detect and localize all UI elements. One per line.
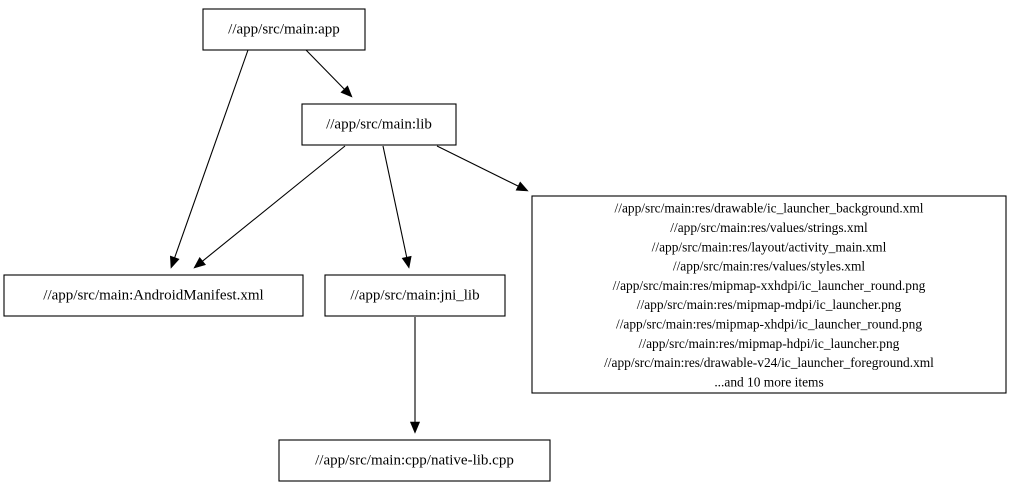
edge-lib-to-android-manifest <box>193 145 346 269</box>
node-resources-label-line: //app/src/main:res/layout/activity_main.… <box>652 239 887 254</box>
edge-jni-lib-to-native-lib <box>409 317 421 434</box>
edge-lib-to-android-manifest-line <box>201 145 346 263</box>
edge-app-to-android-manifest-arrowhead-icon <box>170 255 180 269</box>
edge-app-to-android-manifest <box>170 49 249 269</box>
node-app[interactable]: //app/src/main:app <box>202 8 366 51</box>
node-resources-label: //app/src/main:res/drawable/ic_launcher_… <box>604 201 934 390</box>
edge-lib-to-jni-lib <box>382 145 412 269</box>
edge-app-to-lib-arrowhead-icon <box>340 85 353 98</box>
node-app-box[interactable] <box>202 8 366 51</box>
node-resources-label-line: //app/src/main:res/mipmap-hdpi/ic_launch… <box>639 336 900 351</box>
edge-app-to-lib <box>305 49 353 98</box>
edge-lib-to-jni-lib-line <box>382 145 408 259</box>
node-jni-lib-label: //app/src/main:jni_lib <box>350 287 479 303</box>
node-lib[interactable]: //app/src/main:lib <box>301 103 457 146</box>
node-jni-lib[interactable]: //app/src/main:jni_lib <box>324 274 506 317</box>
node-resources-label-line: //app/src/main:res/drawable/ic_launcher_… <box>615 201 924 216</box>
node-resources-label-line: //app/src/main:res/values/styles.xml <box>673 259 866 274</box>
node-resources-label-line: //app/src/main:res/values/strings.xml <box>670 220 868 235</box>
node-resources-label-line: //app/src/main:res/mipmap-xxhdpi/ic_laun… <box>613 278 926 293</box>
node-resources-box[interactable] <box>531 195 1007 394</box>
node-native-lib-cpp-box[interactable] <box>278 439 551 482</box>
node-lib-label: //app/src/main:lib <box>326 116 432 132</box>
node-native-lib-cpp-label: //app/src/main:cpp/native-lib.cpp <box>315 452 514 468</box>
edge-lib-to-resources-arrowhead-icon <box>515 181 529 192</box>
node-android-manifest-label: //app/src/main:AndroidManifest.xml <box>43 287 263 303</box>
node-resources-label-line: //app/src/main:res/mipmap-xhdpi/ic_launc… <box>616 316 922 331</box>
node-resources-label-line: //app/src/main:res/drawable-v24/ic_launc… <box>604 355 934 370</box>
node-resources-label-line: ...and 10 more items <box>714 374 823 389</box>
node-resources-label-line: //app/src/main:res/mipmap-mdpi/ic_launch… <box>637 297 902 312</box>
node-resources[interactable]: //app/src/main:res/drawable/ic_launcher_… <box>531 195 1007 394</box>
edge-lib-to-jni-lib-arrowhead-icon <box>401 255 412 269</box>
edges-layer <box>170 49 529 434</box>
edge-app-to-lib-line <box>305 49 346 91</box>
edge-lib-to-resources-line <box>436 145 520 188</box>
edge-jni-lib-to-native-lib-arrowhead-icon <box>409 421 421 434</box>
node-lib-box[interactable] <box>301 103 457 146</box>
edge-lib-to-android-manifest-arrowhead-icon <box>193 256 206 269</box>
edge-lib-to-resources <box>436 145 529 192</box>
node-android-manifest-box[interactable] <box>3 274 304 317</box>
nodes-layer: //app/src/main:app //app/src/main:lib //ap… <box>3 8 1007 482</box>
node-android-manifest[interactable]: //app/src/main:AndroidManifest.xml <box>3 274 304 317</box>
edge-app-to-android-manifest-line <box>173 49 249 260</box>
node-app-label: //app/src/main:app <box>228 21 340 37</box>
node-native-lib-cpp[interactable]: //app/src/main:cpp/native-lib.cpp <box>278 439 551 482</box>
node-jni-lib-box[interactable] <box>324 274 506 317</box>
